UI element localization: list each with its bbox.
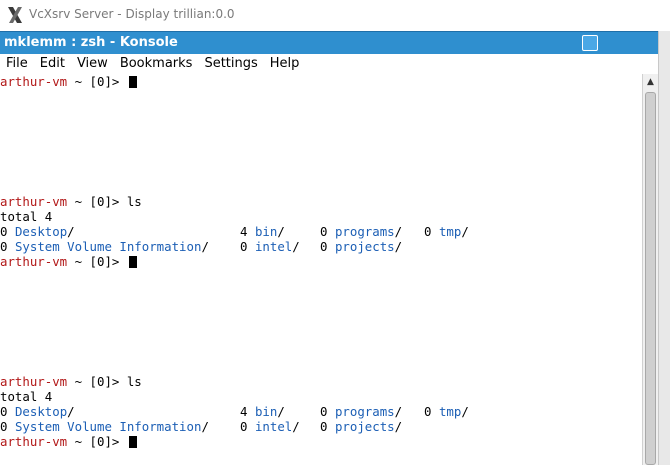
entry-suffix: /: [277, 224, 285, 239]
terminal-line-prompt: arthur-vm ~ [0]> ls: [0, 194, 142, 209]
entry-name: programs: [334, 404, 395, 419]
entry-name: System Volume Information: [14, 239, 202, 254]
entry-name: tmp: [438, 224, 462, 239]
terminal-line-prompt: arthur-vm ~ [0]>: [0, 254, 137, 269]
menu-edit[interactable]: Edit: [39, 56, 65, 71]
command-text: ls: [126, 194, 142, 209]
entry-name: projects: [334, 419, 395, 434]
entry-suffix: /: [461, 404, 469, 419]
prompt-rest: ~ [0]>: [67, 374, 127, 389]
menu-file[interactable]: File: [6, 56, 28, 71]
konsole-window: mklemm : zsh - Konsole File Edit View Bo…: [0, 31, 670, 465]
entry-size: 0: [240, 419, 248, 434]
entry-size: 0: [320, 224, 328, 239]
entry-name: tmp: [438, 404, 462, 419]
terminal-line-prompt: arthur-vm ~ [0]> ls: [0, 374, 142, 389]
cursor-block: [128, 76, 137, 88]
entry-suffix: /: [394, 239, 403, 254]
entry-name: projects: [334, 239, 395, 254]
entry-suffix: /: [277, 404, 285, 419]
entry-name: bin: [254, 404, 278, 419]
entry-name: System Volume Information: [14, 419, 202, 434]
entry-name: intel: [254, 419, 293, 434]
entry-suffix: /: [292, 239, 300, 254]
entry-suffix: /: [67, 224, 75, 239]
maximize-button[interactable]: [582, 35, 598, 51]
entry-name: bin: [254, 224, 278, 239]
host-window-titlebar[interactable]: VcXsrv Server - Display trillian:0.0: [0, 0, 670, 31]
entry-suffix: /: [394, 419, 403, 434]
prompt-host: arthur-vm: [0, 74, 68, 89]
scroll-up-arrow-icon[interactable]: ▲: [647, 77, 654, 87]
menu-help[interactable]: Help: [269, 56, 300, 71]
entry-size: 4: [240, 404, 248, 419]
entry-size: 0: [424, 224, 432, 239]
menu-bookmarks[interactable]: Bookmarks: [119, 56, 193, 71]
prompt-rest: ~ [0]>: [67, 254, 127, 269]
entry-size: 4: [240, 224, 248, 239]
entry-size: 0: [240, 239, 248, 254]
prompt-host: arthur-vm: [0, 254, 68, 269]
terminal-line-prompt: arthur-vm ~ [0]>: [0, 434, 137, 449]
prompt-rest: ~ [0]>: [67, 434, 127, 449]
scroll-thumb[interactable]: [645, 92, 656, 465]
konsole-titlebar[interactable]: mklemm : zsh - Konsole: [0, 31, 658, 54]
prompt-host: arthur-vm: [0, 374, 68, 389]
menu-view[interactable]: View: [76, 56, 108, 71]
menu-settings[interactable]: Settings: [204, 56, 258, 71]
cursor-block: [128, 436, 137, 448]
entry-size: 0: [424, 404, 432, 419]
entry-suffix: /: [292, 419, 300, 434]
terminal-scrollbar[interactable]: ▲: [642, 74, 658, 465]
entry-size: 0: [0, 239, 8, 254]
prompt-rest: ~ [0]>: [67, 74, 127, 89]
x-logo-icon: [8, 7, 22, 23]
entry-suffix: /: [394, 224, 403, 239]
entry-suffix: /: [461, 224, 469, 239]
prompt-rest: ~ [0]>: [67, 194, 127, 209]
entry-size: 0: [320, 419, 328, 434]
entry-size: 0: [320, 404, 328, 419]
entry-size: 0: [320, 239, 328, 254]
host-window-title: VcXsrv Server - Display trillian:0.0: [29, 7, 235, 21]
entry-size: 0: [0, 419, 8, 434]
terminal-line-total: total 4: [0, 209, 53, 224]
prompt-host: arthur-vm: [0, 194, 68, 209]
entry-size: 0: [0, 224, 8, 239]
entry-name: Desktop: [14, 224, 68, 239]
terminal-output[interactable]: arthur-vm ~ [0]> arthur-vm ~ [0]> ls tot…: [0, 74, 642, 465]
entry-name: programs: [334, 224, 395, 239]
entry-suffix: /: [201, 419, 209, 434]
window-edge: [658, 31, 670, 465]
entry-suffix: /: [67, 404, 75, 419]
entry-suffix: /: [394, 404, 403, 419]
cursor-block: [128, 256, 137, 268]
terminal-line-prompt: arthur-vm ~ [0]>: [0, 74, 137, 89]
entry-size: 0: [0, 404, 8, 419]
entry-name: intel: [254, 239, 293, 254]
entry-name: Desktop: [14, 404, 68, 419]
command-text: ls: [126, 374, 142, 389]
menu-bar: File Edit View Bookmarks Settings Help: [0, 54, 658, 74]
prompt-host: arthur-vm: [0, 434, 68, 449]
konsole-title: mklemm : zsh - Konsole: [4, 35, 178, 50]
entry-suffix: /: [201, 239, 209, 254]
terminal-line-total: total 4: [0, 389, 53, 404]
